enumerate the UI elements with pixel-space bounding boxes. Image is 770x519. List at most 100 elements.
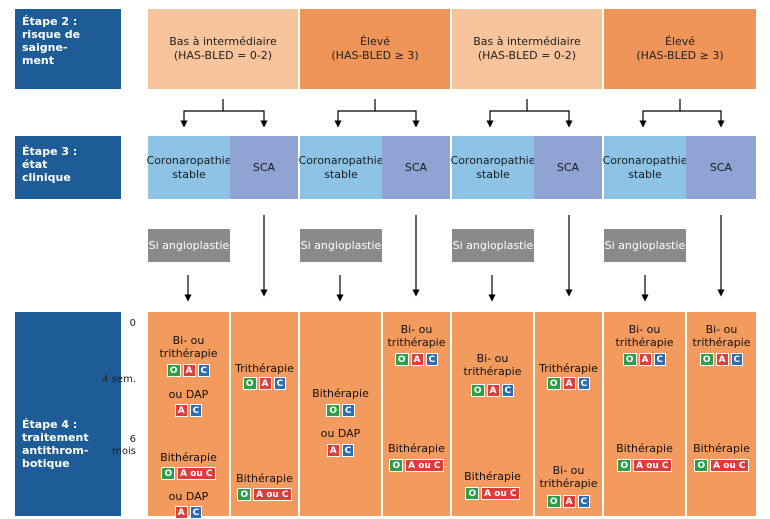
badge-C: C (342, 404, 355, 417)
badge-C: C (653, 353, 667, 366)
badge-O: O (617, 459, 632, 472)
badge-A: A (410, 353, 424, 366)
bleeding-risk-high-1: Élevé(HAS-BLED ≥ 3) (300, 9, 450, 89)
badge-C: C (189, 506, 203, 519)
badge-A: A (258, 377, 272, 390)
badge-O: O (394, 353, 409, 366)
badge-A-ou-C: A ou C (405, 459, 444, 472)
badge-C: C (577, 377, 591, 390)
fork-arrow-4b (680, 110, 725, 128)
bitherapie-label: Bithérapie (693, 442, 750, 455)
badge-C: C (341, 444, 355, 457)
badge-A-ou-C: A ou C (253, 488, 292, 501)
badge-O: O (465, 487, 480, 500)
bitherapie-label: Bithérapie (464, 470, 521, 483)
badge-A: A (562, 377, 576, 390)
clinical-sca-4: SCA (686, 136, 756, 199)
badge-O: O (546, 377, 561, 390)
badge-O: O (694, 459, 709, 472)
badge-A: A (182, 364, 196, 377)
fork-arrow-4a (639, 99, 681, 128)
badge-C: C (501, 384, 515, 397)
badge-A-ou-C: A ou C (481, 487, 520, 500)
fork-arrow-2b (375, 110, 420, 128)
badge-O: O (166, 364, 181, 377)
fork-arrow-1a (180, 99, 224, 128)
badge-A: A (715, 353, 729, 366)
angioplasty-box-2: Si angioplastie (300, 229, 382, 262)
ou-dap-label: ou DAP (168, 388, 209, 401)
badge-O: O (699, 353, 714, 366)
bitherapie-label: Bithérapie (388, 442, 445, 455)
clinical-sca-3: SCA (534, 136, 602, 199)
badge-O: O (242, 377, 257, 390)
badge-A-ou-C: A ou C (177, 467, 216, 480)
badge-O: O (326, 404, 341, 417)
badge-O: O (546, 495, 561, 508)
bitherapie-label: Bithérapie (236, 472, 293, 485)
badge-A-ou-C: A ou C (633, 459, 672, 472)
badge-C: C (197, 364, 211, 377)
bitherapie-label: Bithérapie (160, 451, 217, 464)
badge-C: C (577, 495, 591, 508)
badge-A: A (638, 353, 652, 366)
badge-C: C (273, 377, 287, 390)
angioplasty-box-3: Si angioplastie (452, 229, 534, 262)
badge-A: A (326, 444, 340, 457)
fork-arrow-3b (527, 110, 573, 128)
clinical-sca-1: SCA (230, 136, 298, 199)
badge-O: O (389, 459, 404, 472)
badge-C: C (730, 353, 744, 366)
badge-O: O (161, 467, 176, 480)
badge-A: A (562, 495, 576, 508)
fork-arrow-2a (334, 99, 376, 128)
angioplasty-box-4: Si angioplastie (604, 229, 686, 262)
badge-C: C (189, 404, 203, 417)
clinical-sca-2: SCA (382, 136, 450, 199)
tritherapie-label: Trithérapie (235, 362, 294, 375)
bleeding-risk-low-1: Bas à intermédiaire(HAS-BLED = 0-2) (148, 9, 298, 89)
badge-A-ou-C: A ou C (710, 459, 749, 472)
badge-A: A (486, 384, 500, 397)
bleeding-risk-low-2: Bas à intermédiaire(HAS-BLED = 0-2) (452, 9, 602, 89)
badge-A: A (174, 506, 188, 519)
badge-O: O (470, 384, 485, 397)
fork-arrow-3a (486, 99, 528, 128)
